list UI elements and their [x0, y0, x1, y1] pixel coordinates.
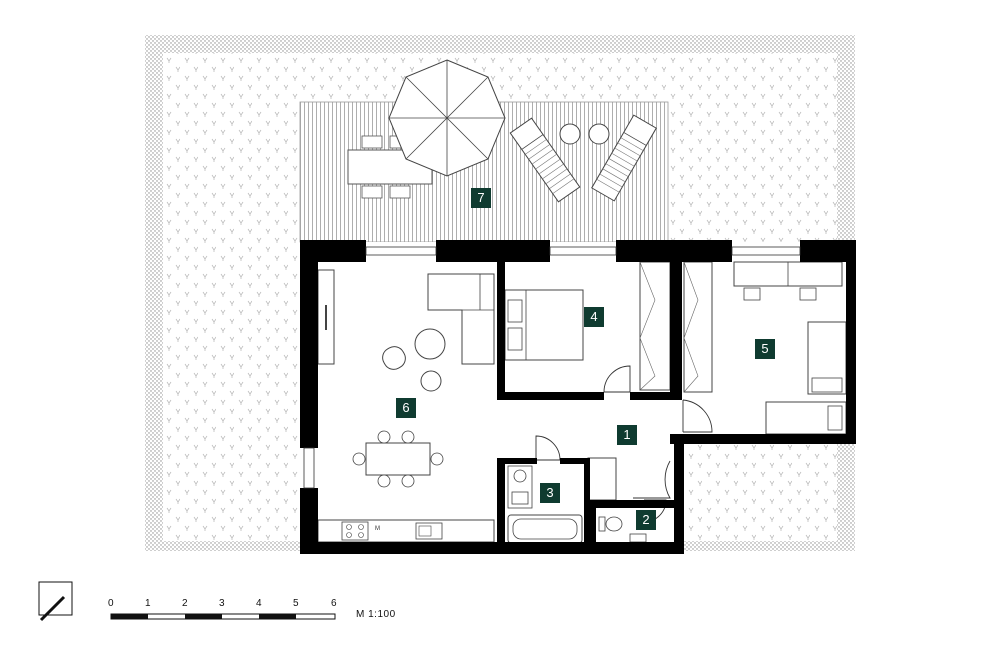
sink-icon [415, 522, 443, 540]
parasol-icon [388, 59, 506, 177]
stove-icon [341, 521, 369, 541]
interior-furniture [317, 261, 847, 544]
terrace-furniture [347, 59, 657, 203]
scale-tick-0: 0 [108, 598, 114, 609]
walls [300, 240, 856, 554]
table-icon [352, 430, 444, 488]
room-label-1: 1 [623, 427, 631, 442]
scale-tick-2: 2 [182, 598, 188, 609]
scale-label: M 1:100 [356, 609, 396, 620]
room-label-5: 5 [761, 341, 769, 356]
bathtub-icon [507, 514, 583, 544]
windows [303, 246, 801, 489]
sofa-icon [427, 273, 495, 365]
scale-tick-1: 1 [145, 598, 151, 609]
bed-icon [504, 289, 584, 361]
room-label-3: 3 [546, 485, 554, 500]
room-label-2: 2 [642, 512, 650, 527]
sun-lounger-icon [509, 114, 657, 203]
kitchen-mark: M [375, 526, 380, 532]
scale-bar [110, 613, 336, 620]
scale-tick-6: 6 [331, 598, 337, 609]
room-tags [396, 188, 775, 530]
scale-tick-4: 4 [256, 598, 262, 609]
room-label-7: 7 [477, 190, 485, 205]
scale-tick-5: 5 [293, 598, 299, 609]
north-arrow-icon [38, 581, 73, 622]
scale-tick-3: 3 [219, 598, 225, 609]
toilet-icon [598, 516, 623, 532]
room-label-4: 4 [590, 309, 598, 324]
room-label-6: 6 [402, 400, 410, 415]
table-icon [347, 135, 433, 199]
